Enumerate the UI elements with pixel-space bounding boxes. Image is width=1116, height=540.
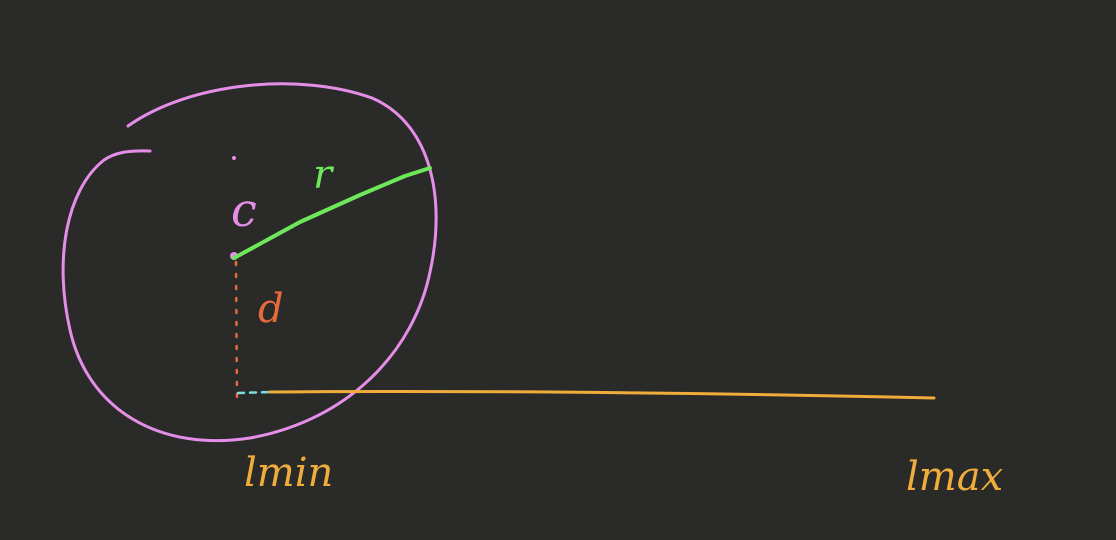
distance-line <box>234 260 239 400</box>
circle-outline <box>61 82 438 443</box>
connector-dashes <box>236 390 274 395</box>
radius-line <box>232 166 432 260</box>
segment-line <box>268 389 936 400</box>
lmax-label: lmax <box>906 454 1003 500</box>
center-label-dot <box>232 156 236 160</box>
center-label: c <box>231 183 257 237</box>
distance-label: d <box>258 286 284 332</box>
lmin-label: lmin <box>244 450 333 496</box>
radius-label: r <box>313 152 335 198</box>
